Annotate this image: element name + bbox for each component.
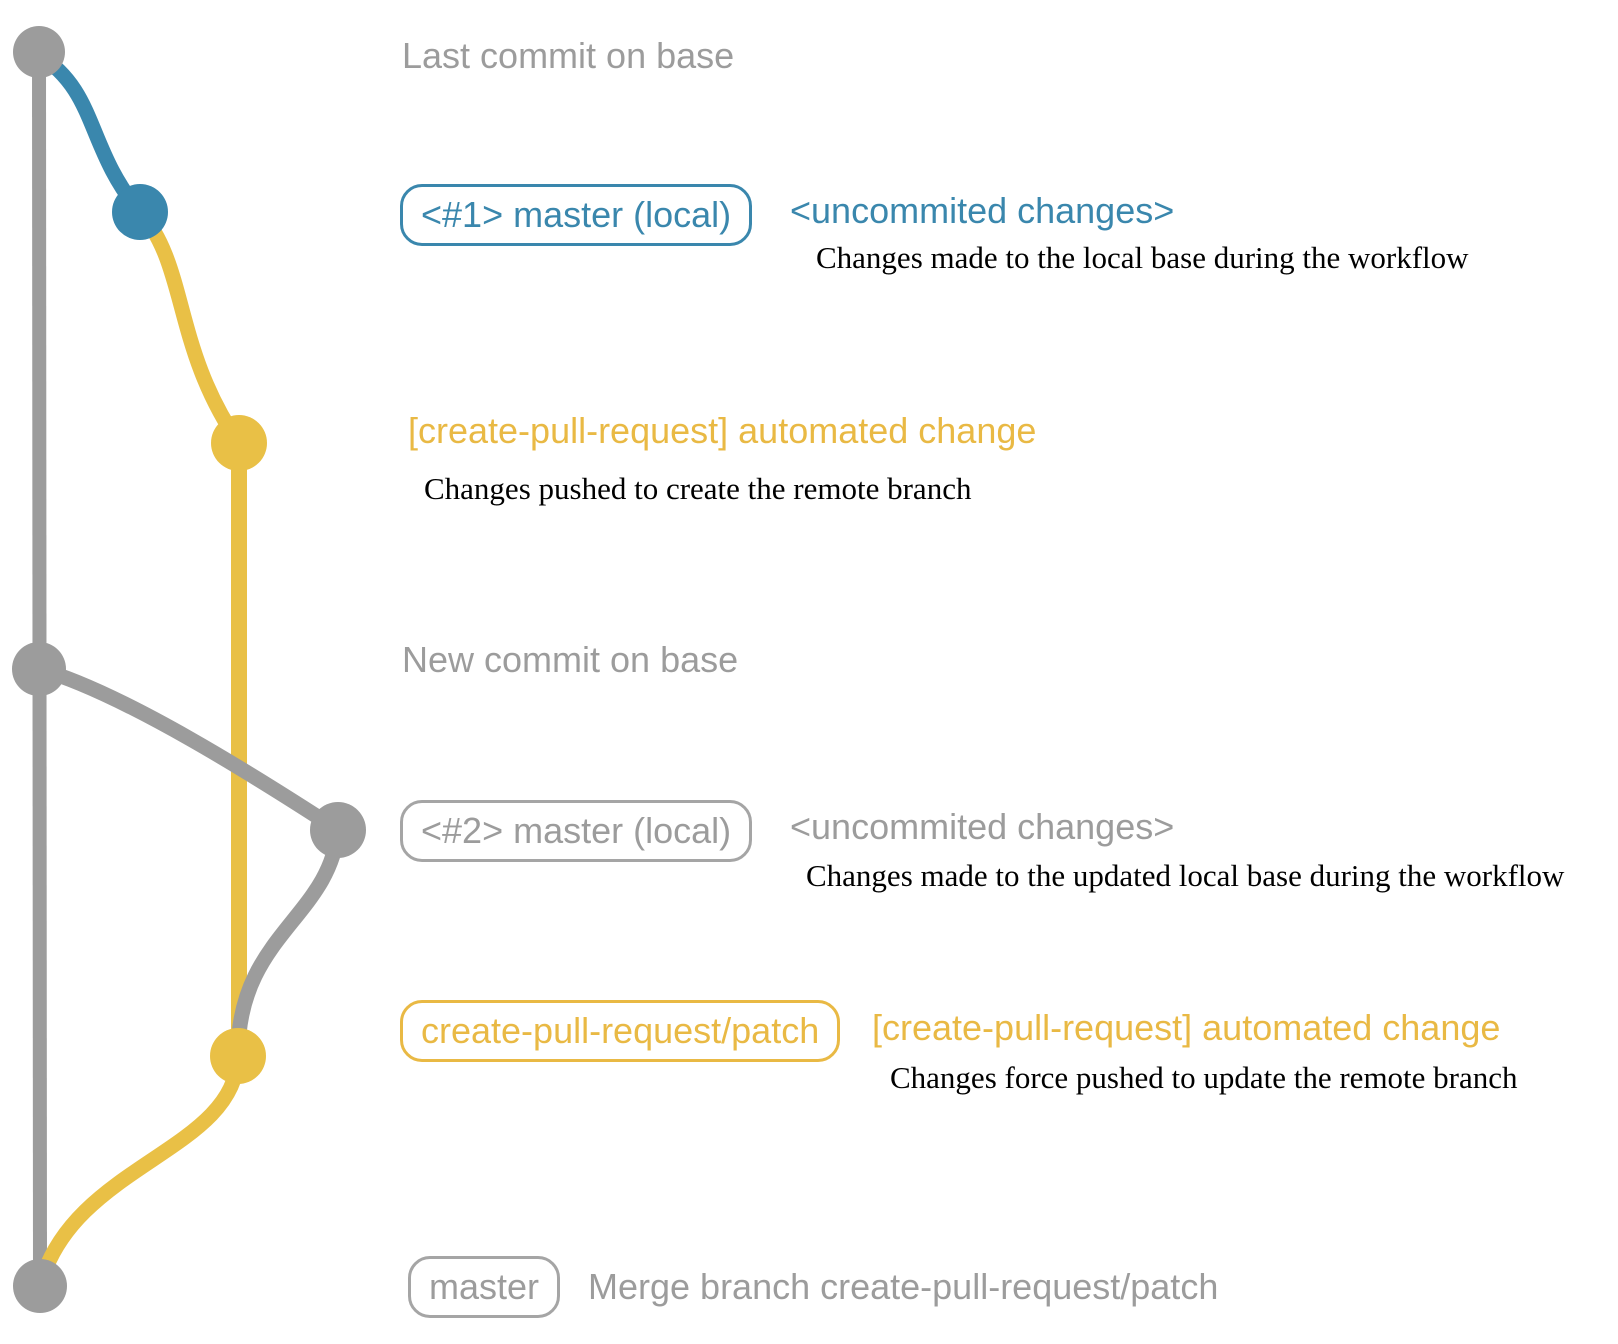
branch-badge-master-local-2: <#2> master (local) [400, 800, 753, 862]
commit-graph [12, 26, 366, 1313]
commit-dot-patch-created [211, 415, 267, 471]
commit-dot-local-2 [310, 802, 366, 858]
branch-badge-patch: create-pull-request/patch [400, 1000, 841, 1062]
commit-dot-new-base [12, 642, 66, 696]
last-commit-label: Last commit on base [402, 35, 735, 77]
branch-badge-master: master [408, 1256, 561, 1318]
new-commit-label: New commit on base [402, 639, 739, 681]
uncommitted-changes-1-label: <uncommited changes> [790, 190, 1175, 232]
local-branch-2-line [31, 661, 346, 1064]
patch-created-note: Changes pushed to create the remote bran… [424, 471, 972, 506]
patch-updated-note: Changes force pushed to update the remot… [890, 1060, 1518, 1095]
patch-updated-label: [create-pull-request] automated change [872, 1007, 1501, 1049]
commit-dot-patch-updated [210, 1028, 266, 1084]
patch-branch-create-line [132, 204, 247, 451]
merge-line [32, 1048, 246, 1294]
branch-badge-master-local-1: <#1> master (local) [400, 184, 753, 246]
uncommitted-changes-2-note: Changes made to the updated local base d… [806, 858, 1565, 893]
uncommitted-changes-2-label: <uncommited changes> [790, 806, 1175, 848]
commit-dot-merge [13, 1259, 67, 1313]
commit-dot-local-1 [112, 184, 168, 240]
uncommitted-changes-1-note: Changes made to the local base during th… [816, 240, 1469, 275]
commit-dot-last-base [13, 26, 65, 78]
merge-commit-label: Merge branch create-pull-request/patch [588, 1266, 1219, 1308]
patch-created-label: [create-pull-request] automated change [408, 410, 1037, 452]
local-branch-1-line [31, 47, 148, 220]
